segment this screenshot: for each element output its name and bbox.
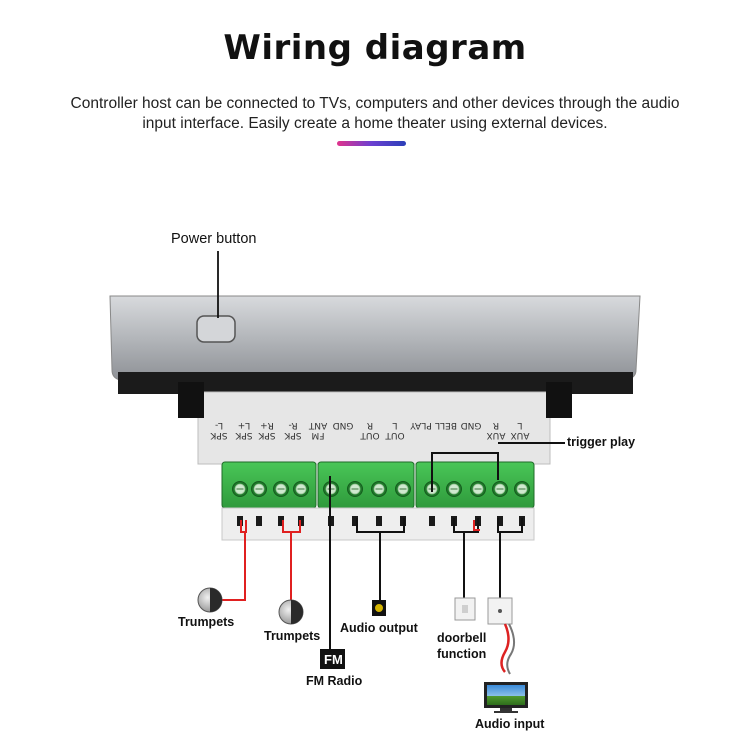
terminal-label-line-1: PLAY xyxy=(410,420,432,430)
power-button-label: Power button xyxy=(171,231,257,247)
terminal-label-line-2: ANT xyxy=(308,420,328,430)
terminal-label-line-2: R xyxy=(492,420,500,430)
terminal-label-line-2: L xyxy=(517,420,523,430)
terminal-label-line-1: OUT xyxy=(385,430,405,440)
terminal-label-line-2: L- xyxy=(214,420,224,430)
audio-input-label: Audio input xyxy=(475,717,545,731)
bell-red-jumper xyxy=(473,520,480,531)
terminal-wire-slot xyxy=(278,516,284,526)
terminal-label-line-1: AUX xyxy=(510,430,530,440)
terminal-wire-slot xyxy=(429,516,435,526)
terminal-label-line-1: FM xyxy=(311,430,325,440)
page-subtitle: Controller host can be connected to TVs,… xyxy=(40,94,710,134)
terminal-label-line-1: GND xyxy=(332,420,354,430)
tv-icon xyxy=(484,682,528,713)
doorbell-wire xyxy=(453,518,479,533)
subtitle-line-2: input interface. Easily create a home th… xyxy=(142,115,608,132)
terminal-label-line-2: L+ xyxy=(237,420,251,430)
audio-output-label: Audio output xyxy=(340,621,418,635)
controller-housing xyxy=(109,295,641,381)
fm-badge-label: FM xyxy=(324,652,343,667)
terminal-label-line-1: GND xyxy=(460,420,482,430)
terminal-label-line-1: SPK xyxy=(284,430,302,440)
housing-shadow xyxy=(118,372,633,394)
trigger-play-label: trigger play xyxy=(567,435,636,449)
mount-right xyxy=(546,382,572,418)
rca-cable-red xyxy=(500,623,510,673)
terminal-label: BELL xyxy=(435,420,457,430)
terminal-label-line-1: AUX xyxy=(486,430,506,440)
terminal-label-line-1: OUT xyxy=(360,430,380,440)
terminal-screws xyxy=(232,481,530,497)
subtitle-line-1: Controller host can be connected to TVs,… xyxy=(70,95,680,112)
audio-input-wire xyxy=(497,518,523,533)
page-title: Wiring diagram xyxy=(223,28,527,68)
aux-input-box-icon xyxy=(487,597,513,625)
fm-radio-label: FM Radio xyxy=(306,674,363,688)
terminal-label-line-2: R xyxy=(366,420,374,430)
terminal-label: GND xyxy=(332,420,354,430)
terminal-wire-slot xyxy=(497,516,503,526)
terminal-label-line-2: L xyxy=(392,420,398,430)
terminal-wire-slot xyxy=(256,516,262,526)
fm-badge-icon xyxy=(320,649,345,669)
trumpets-right-label: Trumpets xyxy=(264,629,321,643)
terminal-label: PLAY xyxy=(410,420,432,430)
terminal-label-line-1: SPK xyxy=(258,430,276,440)
terminal-wire-slot xyxy=(376,516,382,526)
terminal-label-line-2: R+ xyxy=(260,420,274,430)
speaker-wire-left xyxy=(240,520,247,533)
terminal-wire-slot xyxy=(352,516,358,526)
audio-output-jack-icon xyxy=(372,600,386,616)
speaker-left-icon xyxy=(197,587,223,613)
trumpets-left-label: Trumpets xyxy=(178,615,235,629)
doorbell-label-line-1: doorbell xyxy=(437,631,487,645)
terminal-label-line-2: R- xyxy=(288,420,298,430)
accent-bar xyxy=(337,141,406,146)
terminal-label-line-1: BELL xyxy=(435,420,457,430)
doorbell-label-line-2: function xyxy=(437,647,487,661)
rca-cable-white xyxy=(506,623,515,675)
terminal-label-line-1: SPK xyxy=(235,430,253,440)
mount-left xyxy=(178,382,204,418)
speaker-right-icon xyxy=(278,599,304,625)
terminal-label: GND xyxy=(460,420,482,430)
power-button xyxy=(196,315,236,343)
speaker-wire-left-run xyxy=(222,532,246,601)
trigger-play-wire xyxy=(431,452,499,492)
doorbell-switch-icon xyxy=(454,597,476,621)
terminal-label-line-1: SPK xyxy=(210,430,228,440)
